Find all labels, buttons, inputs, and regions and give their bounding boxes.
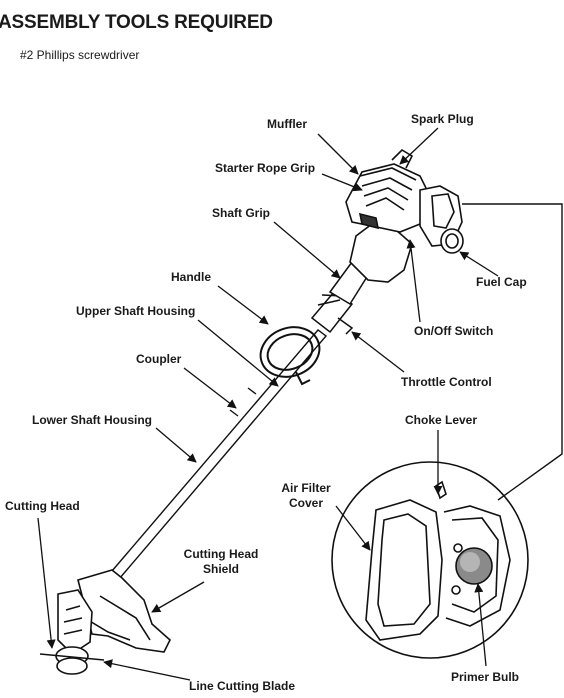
label-air-filter-cover-line2: Cover bbox=[278, 496, 334, 511]
label-coupler: Coupler bbox=[136, 352, 181, 367]
label-primer-bulb: Primer Bulb bbox=[451, 670, 519, 685]
label-fuel-cap: Fuel Cap bbox=[476, 275, 527, 290]
label-cutting-head-shield-line2: Shield bbox=[178, 562, 264, 577]
label-handle: Handle bbox=[171, 270, 211, 285]
label-choke-lever: Choke Lever bbox=[405, 413, 477, 428]
label-cutting-head-shield-line1: Cutting Head bbox=[178, 547, 264, 562]
engine bbox=[346, 150, 463, 282]
label-upper-shaft-housing: Upper Shaft Housing bbox=[76, 304, 195, 319]
label-throttle-control: Throttle Control bbox=[401, 375, 492, 390]
label-cutting-head: Cutting Head bbox=[5, 499, 80, 514]
cutting-head-assembly bbox=[40, 570, 170, 674]
inset-connector bbox=[462, 204, 562, 500]
label-line-cutting-blade: Line Cutting Blade bbox=[189, 679, 295, 694]
label-starter-rope-grip: Starter Rope Grip bbox=[215, 161, 315, 176]
label-on-off-switch: On/Off Switch bbox=[414, 324, 493, 339]
label-cutting-head-shield: Cutting Head Shield bbox=[178, 547, 264, 577]
label-air-filter-cover-line1: Air Filter bbox=[278, 481, 334, 496]
label-shaft-grip: Shaft Grip bbox=[212, 206, 270, 221]
label-muffler: Muffler bbox=[267, 117, 307, 132]
inset-detail bbox=[332, 462, 528, 658]
label-air-filter-cover: Air Filter Cover bbox=[278, 481, 334, 511]
label-spark-plug: Spark Plug bbox=[411, 112, 474, 127]
label-lower-shaft-housing: Lower Shaft Housing bbox=[32, 413, 152, 428]
